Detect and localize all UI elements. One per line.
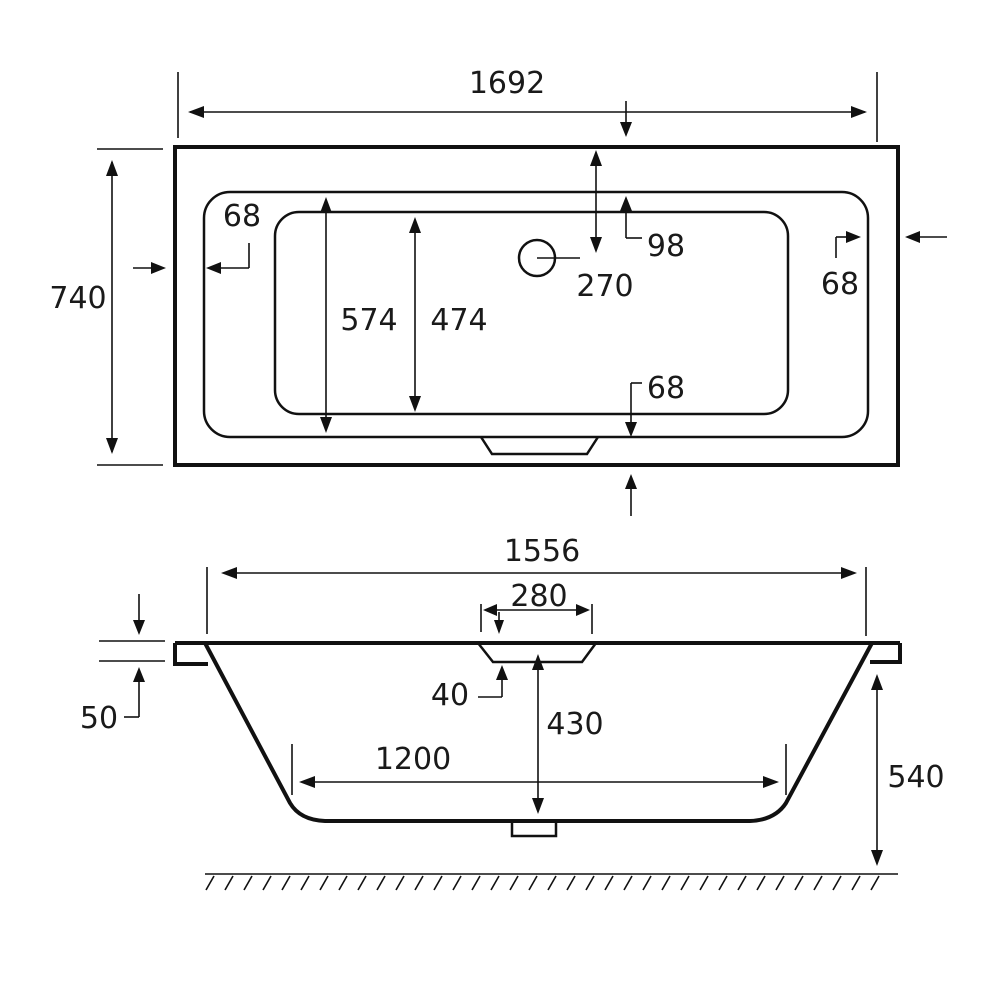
- floor-hatching: [205, 875, 880, 891]
- floor-hatch-stroke: [585, 875, 595, 891]
- floor-hatch-stroke: [490, 875, 500, 891]
- dim-waste-position: 270: [576, 269, 633, 304]
- dim-rim-right: 68: [821, 267, 859, 302]
- floor-hatch-stroke: [357, 875, 367, 891]
- side-view: 1556 280 40 50 430 1: [80, 534, 945, 891]
- side-profile-outline: [203, 642, 874, 823]
- dim-inner-offset: 98: [647, 229, 685, 264]
- floor-hatch-stroke: [642, 875, 652, 891]
- floor-hatch-stroke: [262, 875, 272, 891]
- dim-overall-width: 740: [49, 281, 106, 316]
- floor-hatch-stroke: [338, 875, 348, 891]
- dim-overall-length: 1692: [469, 66, 545, 101]
- dim-top-length: 1556: [504, 534, 580, 569]
- side-waste-outlet: [510, 823, 558, 838]
- floor-hatch-stroke: [661, 875, 671, 891]
- floor-hatch-stroke: [718, 875, 728, 891]
- floor-hatch-stroke: [243, 875, 253, 891]
- floor-hatch-stroke: [471, 875, 481, 891]
- floor-hatch-stroke: [452, 875, 462, 891]
- dim-rim-front: 68: [647, 371, 685, 406]
- floor-hatch-stroke: [528, 875, 538, 891]
- floor-hatch-stroke: [433, 875, 443, 891]
- dim-base-width: 474: [430, 303, 487, 338]
- floor-hatch-stroke: [376, 875, 386, 891]
- floor-hatch-stroke: [547, 875, 557, 891]
- floor-hatch-stroke: [699, 875, 709, 891]
- base-outline: [273, 210, 790, 416]
- floor-hatch-stroke: [395, 875, 405, 891]
- floor-hatch-stroke: [319, 875, 329, 891]
- floor-hatch-stroke: [775, 875, 785, 891]
- floor-hatch-stroke: [756, 875, 766, 891]
- outer-rim-outline: [173, 145, 900, 467]
- dim-base-length: 1200: [375, 742, 451, 777]
- dim-bath-width: 574: [340, 303, 397, 338]
- floor-hatch-stroke: [851, 875, 861, 891]
- dim-internal-depth: 430: [546, 707, 603, 742]
- dim-waste-depth: 40: [431, 678, 469, 713]
- floor-hatch-stroke: [832, 875, 842, 891]
- floor-hatch-stroke: [224, 875, 234, 891]
- dim-rim-thickness: 50: [80, 701, 118, 736]
- floor-hatch-stroke: [281, 875, 291, 891]
- floor-hatch-stroke: [509, 875, 519, 891]
- floor-hatch-stroke: [680, 875, 690, 891]
- overflow-outline: [479, 436, 600, 456]
- floor-hatch-stroke: [300, 875, 310, 891]
- floor-hatch-stroke: [414, 875, 424, 891]
- dim-rim-left: 68: [223, 199, 261, 234]
- top-view: 1692 740 68 68 68 9: [49, 66, 947, 516]
- inner-bowl-outline: [202, 190, 870, 439]
- floor-hatch-stroke: [813, 875, 823, 891]
- floor-hatch-stroke: [794, 875, 804, 891]
- floor-hatch-stroke: [205, 875, 215, 891]
- dim-waste-span: 280: [510, 579, 567, 614]
- floor-hatch-stroke: [623, 875, 633, 891]
- floor-hatch-stroke: [737, 875, 747, 891]
- floor-hatch-stroke: [566, 875, 576, 891]
- floor-hatch-stroke: [870, 875, 880, 891]
- dim-overall-height: 540: [887, 760, 944, 795]
- floor-hatch-stroke: [604, 875, 614, 891]
